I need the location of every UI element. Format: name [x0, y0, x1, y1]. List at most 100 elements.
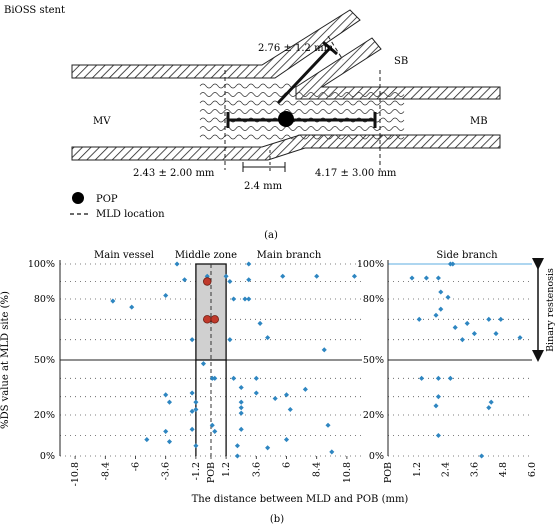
data-point [486, 405, 492, 411]
data-point [144, 437, 150, 443]
data-point [212, 428, 218, 434]
data-point [325, 422, 331, 428]
y-tick-label: 80% [363, 294, 384, 305]
stent-title: BiOSS stent [4, 5, 65, 16]
data-point [435, 394, 441, 400]
data-point [238, 399, 244, 405]
binary-restenosis-label: Binary restenosis [545, 268, 556, 352]
data-point [246, 296, 252, 302]
dim-label-mv: 2.43 ± 2.00 mm [133, 168, 215, 179]
x-tick-label: 3.6 [469, 462, 480, 477]
data-point [486, 316, 492, 322]
data-point [265, 445, 271, 451]
data-point [423, 275, 429, 281]
data-point [283, 437, 290, 443]
caption-a: (a) [264, 230, 278, 241]
data-point [238, 426, 244, 432]
x-tick-label: -1.2 [191, 462, 202, 480]
data-point [166, 439, 173, 445]
data-point [488, 399, 494, 405]
data-point [314, 273, 320, 279]
data-point [435, 275, 441, 281]
data-point [452, 324, 458, 331]
data-point [174, 261, 180, 267]
zone-label-main-vessel: Main vessel [94, 250, 154, 261]
data-point [459, 337, 465, 343]
caption-b: (b) [270, 514, 284, 525]
legend-mld-label: MLD location [96, 209, 165, 220]
x-tick-label: 10.8 [342, 462, 353, 483]
dim-label-mid: 2.4 mm [244, 181, 283, 192]
data-point [498, 316, 504, 322]
data-point [464, 320, 470, 326]
y-tick-label: 80% [34, 294, 55, 305]
data-point [234, 453, 240, 459]
data-point [189, 408, 195, 414]
data-point [409, 275, 415, 281]
data-point [433, 312, 439, 318]
x-tick-label: POB [206, 462, 217, 483]
data-point [450, 261, 456, 267]
dim-label-mb: 4.17 ± 3.00 mm [315, 168, 397, 179]
legend-pop-label: POP [96, 194, 118, 205]
upper-right-wall [295, 37, 501, 100]
upper-left-wall [71, 9, 361, 79]
data-point [231, 296, 237, 302]
label-mb: MB [470, 116, 488, 127]
data-point [280, 273, 286, 279]
data-point [193, 443, 199, 449]
data-point [227, 337, 233, 343]
data-point [246, 277, 252, 283]
data-point [163, 428, 169, 434]
data-point [447, 375, 453, 381]
data-point [351, 273, 357, 279]
zone-label-main-branch: Main branch [257, 250, 322, 261]
data-point [283, 392, 290, 398]
dim-label-sb: 2.76 ± 1.2 mm [258, 43, 334, 54]
data-point [445, 294, 451, 300]
label-sb: SB [394, 56, 408, 67]
dim-bar-sb [276, 46, 332, 105]
data-point [479, 453, 485, 459]
data-point [238, 410, 244, 416]
panel-b: %DS value at MLD site (%) The distance b… [0, 250, 556, 525]
data-point [435, 432, 441, 439]
x-tick-label: 2.4 [441, 462, 452, 477]
pop-marker [278, 111, 294, 127]
data-point [321, 347, 327, 353]
data-point [433, 403, 439, 409]
y-tick-label: 0% [40, 451, 55, 462]
pop-data-point [203, 315, 212, 324]
x-tick-label: 8.4 [312, 462, 323, 477]
x-axis-label: The distance between MLD and POB (mm) [192, 494, 409, 505]
data-point [110, 298, 116, 304]
legend-pop-icon [72, 192, 84, 204]
data-point [182, 277, 188, 283]
y-tick-label: 100% [28, 259, 55, 270]
x-tick-label: -8.4 [100, 462, 111, 480]
y-tick-label: 100% [357, 259, 384, 270]
x-tick-label: 3.6 [251, 462, 262, 477]
data-point [200, 361, 206, 367]
x-tick-label: 6.0 [527, 462, 538, 477]
x-tick-label: 4.8 [498, 462, 509, 477]
data-point [257, 320, 263, 326]
data-point [231, 375, 237, 381]
data-point [189, 390, 195, 396]
data-point [193, 399, 199, 405]
x-tick-label: -6 [131, 462, 142, 471]
data-point [272, 395, 278, 402]
y-tick-label: 20% [34, 410, 55, 421]
data-point [265, 335, 271, 341]
data-point [438, 289, 444, 295]
data-point [419, 375, 425, 381]
data-point [189, 337, 195, 343]
data-point [193, 406, 199, 413]
y-tick-label: 20% [363, 410, 384, 421]
x-tick-label: POB [383, 462, 394, 483]
lower-wall [71, 134, 501, 161]
y-tick-label: 50% [363, 355, 384, 366]
